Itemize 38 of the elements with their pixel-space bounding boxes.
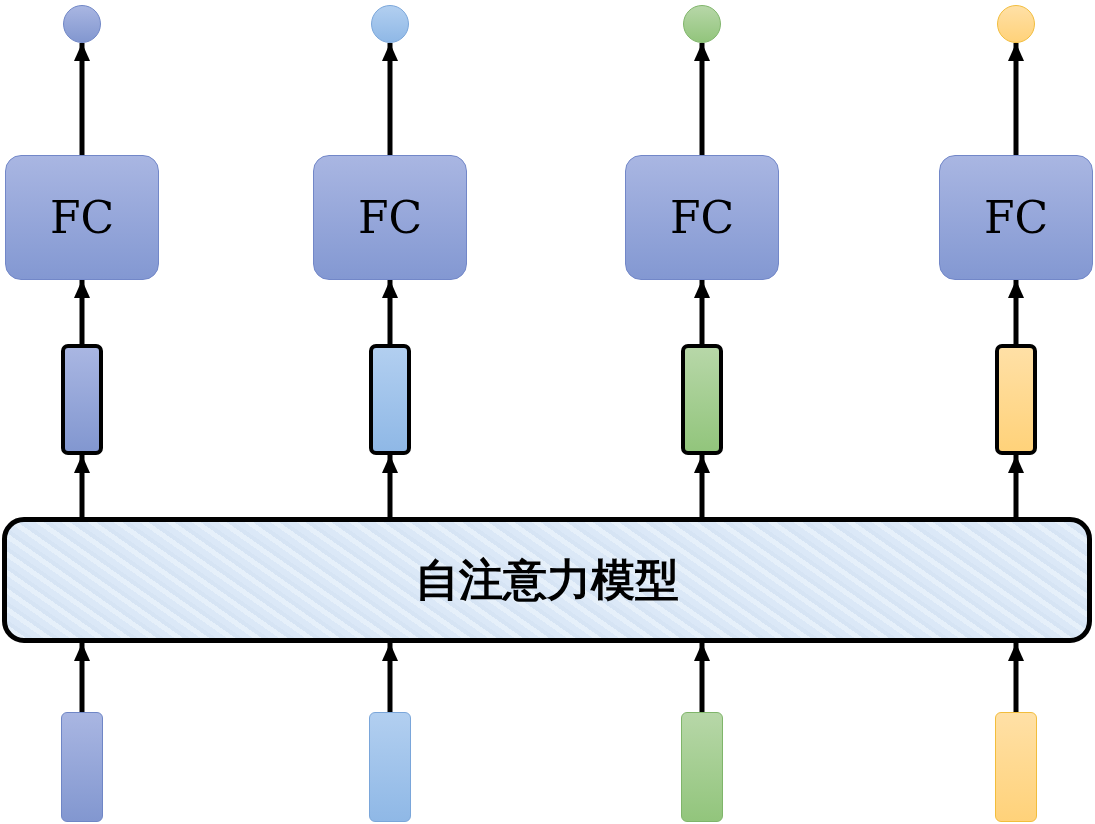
input-vector-bar (681, 712, 723, 822)
fc-layer-box (5, 155, 159, 280)
input-vector-bar (61, 712, 103, 822)
output-circle (997, 5, 1035, 43)
arrow (382, 43, 398, 155)
self-attention-box (2, 517, 1092, 643)
fc-layer-box (625, 155, 779, 280)
input-vector-bar (369, 712, 411, 822)
output-vector-bar (681, 344, 723, 455)
output-circle (63, 5, 101, 43)
layer-label: FC (983, 192, 1049, 243)
output-vector-bar (369, 344, 411, 455)
arrow (1008, 43, 1024, 155)
arrow (74, 280, 90, 344)
output-circle (683, 5, 721, 43)
layer-label: FC (357, 192, 423, 243)
arrow (1008, 280, 1024, 344)
model-label: 自注意力模型 (415, 552, 679, 607)
arrow (694, 455, 710, 517)
arrow (74, 643, 90, 712)
arrow (382, 455, 398, 517)
arrow (1008, 643, 1024, 712)
arrow (694, 43, 710, 155)
fc-layer-box (939, 155, 1093, 280)
fc-layer-box (313, 155, 467, 280)
layer-label: FC (669, 192, 735, 243)
output-vector-bar (995, 344, 1037, 455)
input-vector-bar (995, 712, 1037, 822)
layer-label: FC (49, 192, 115, 243)
arrow (74, 455, 90, 517)
arrow (694, 280, 710, 344)
arrow (694, 643, 710, 712)
output-circle (371, 5, 409, 43)
arrow (74, 43, 90, 155)
arrow (382, 280, 398, 344)
output-vector-bar (61, 344, 103, 455)
arrow (382, 643, 398, 712)
arrow (1008, 455, 1024, 517)
